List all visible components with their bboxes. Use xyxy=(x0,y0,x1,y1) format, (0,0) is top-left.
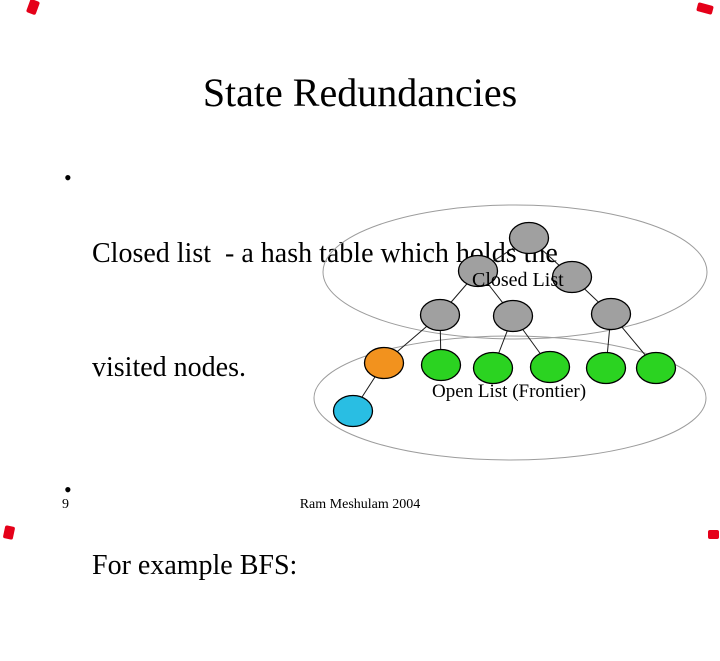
bullet-dot-icon: • xyxy=(64,477,72,502)
corner-mark-icon xyxy=(708,530,719,539)
page-number: 9 xyxy=(62,497,69,512)
bfs-tree-diagram xyxy=(313,204,708,461)
tree-node-l2r xyxy=(551,260,593,294)
bullet-text: Closed list - a hash table which holds t… xyxy=(92,159,558,463)
tree-node-open2 xyxy=(420,348,462,382)
closed-list-region-outline xyxy=(322,204,708,340)
tree-node-open3 xyxy=(472,351,514,385)
tree-node-l3r xyxy=(590,297,632,331)
bullet-text-line: For example BFS: xyxy=(92,550,298,581)
slide: State Redundancies • Closed list - a has… xyxy=(2,0,719,581)
bullet-text-line: Closed list - a hash table which holds t… xyxy=(92,238,558,269)
tree-node-root xyxy=(508,221,550,255)
bullet-dot-icon: • xyxy=(64,165,72,190)
tree-node-next xyxy=(332,394,374,428)
bullet-text-line: visited nodes. xyxy=(92,352,246,383)
open-list-label: Open List (Frontier) xyxy=(432,381,587,402)
tree-node-l3m xyxy=(492,299,534,333)
tree-node-l2l xyxy=(457,254,499,288)
tree-node-open6 xyxy=(635,351,677,385)
tree-node-open5 xyxy=(585,351,627,385)
tree-node-open1 xyxy=(363,346,405,380)
tree-node-l3l xyxy=(419,298,461,332)
bullet-item: • Closed list - a hash table which holds… xyxy=(64,159,684,463)
closed-list-label: Closed List xyxy=(472,269,564,291)
tree-node-open4 xyxy=(529,350,571,384)
footer-credit: Ram Meshulam 2004 xyxy=(299,497,421,512)
slide-title: State Redundancies xyxy=(202,70,518,115)
open-list-region-outline xyxy=(313,335,707,461)
